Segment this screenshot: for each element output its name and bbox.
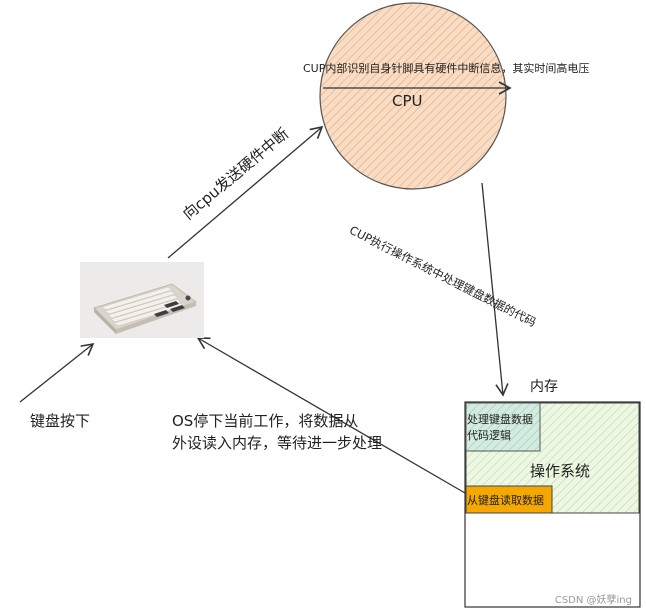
handler-label-line2: 代码逻辑 <box>467 429 511 442</box>
handler-code-region <box>465 402 541 452</box>
memory-title: 内存 <box>530 379 558 395</box>
read-keyboard-label: 从键盘读取数据 <box>467 494 544 507</box>
os-stop-label-line1: OS停下当前工作，将数据从 <box>172 412 359 430</box>
read-keyboard-region <box>465 485 553 514</box>
os-stop-label-line2: 外设读入内存，等待进一步处理 <box>172 434 383 452</box>
os-label: 操作系统 <box>530 462 591 480</box>
cpu-note: CUP内部识别自身针脚具有硬件中断信息，其实时间高电压 <box>303 62 590 75</box>
cpu-circle <box>319 2 507 190</box>
key-press-label: 键盘按下 <box>30 412 91 430</box>
arrow-key-press <box>19 342 95 403</box>
arrow-memory-to-keyboard <box>196 337 466 494</box>
cpu-title: CPU <box>392 92 423 110</box>
watermark: CSDN @妖孽ing <box>554 595 632 606</box>
handler-label-line1: 处理键盘数据 <box>467 413 533 426</box>
keyboard-photo <box>80 262 204 338</box>
arrow-cpu-to-memory <box>481 182 509 397</box>
arrow-keyboard-to-cpu <box>167 125 324 259</box>
